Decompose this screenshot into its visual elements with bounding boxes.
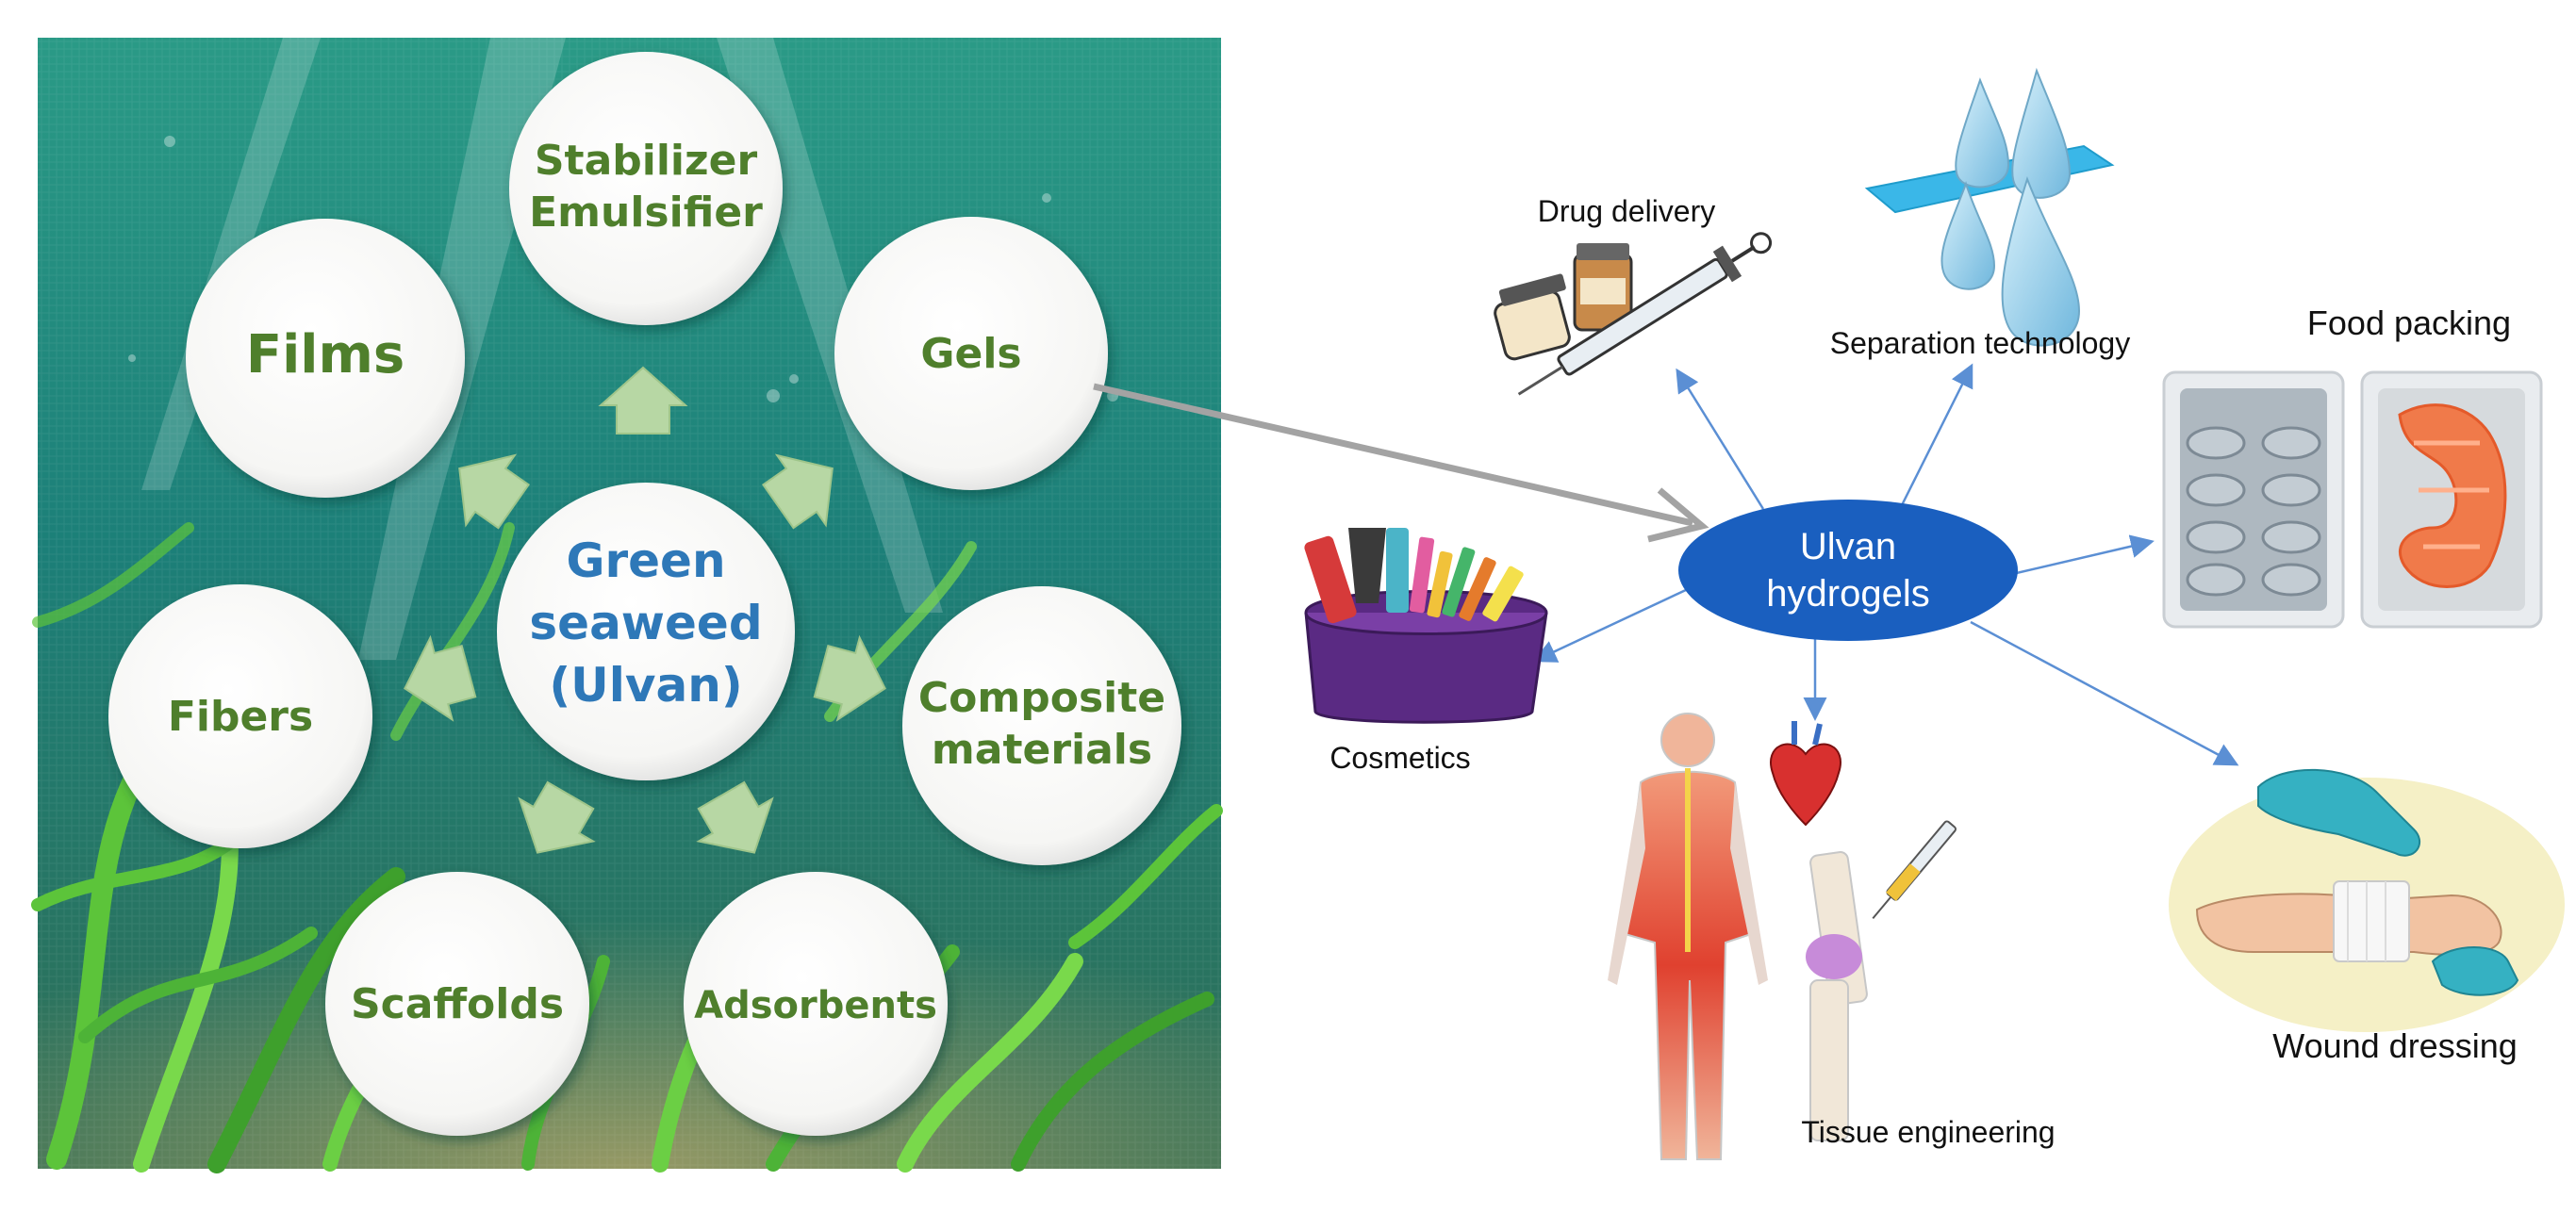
films-label: Films (246, 324, 405, 386)
adsorbents-label: Adsorbents (694, 984, 937, 1027)
arrow-to-stabilizer (598, 366, 688, 435)
arrow-drug-delivery (1676, 368, 1765, 510)
scaffolds-label: Scaffolds (351, 980, 564, 1028)
separation-label: Separation technology (1830, 326, 2130, 360)
hub-arrows (1532, 363, 2239, 766)
stabilizer-label-line1: Stabilizer (535, 137, 758, 185)
drug-delivery-illustration (1494, 232, 1773, 396)
left-panel: Stabilizer Emulsifier Films Gels Fibers … (31, 38, 1223, 1173)
hub-label-line1: Ulvan (1800, 526, 1896, 567)
hub-ellipse (1678, 500, 2018, 641)
drug-delivery-label: Drug delivery (1538, 194, 1716, 228)
circle-adsorbents (684, 872, 948, 1136)
right-panel: Ulvan hydrogels Drug delivery (1304, 67, 2565, 1160)
circle-fibers (108, 584, 372, 848)
circle-center (497, 483, 795, 780)
arrow-wound (1970, 620, 2239, 766)
hub-label-line2: hydrogels (1766, 573, 1929, 615)
fibers-label: Fibers (168, 693, 313, 741)
gels-to-hub-connector (1093, 383, 1709, 543)
center-label-line3: (Ulvan) (549, 658, 742, 713)
composite-label-line2: materials (932, 726, 1152, 774)
separation-illustration (1864, 67, 2115, 347)
arrow-to-adsorbents (696, 780, 774, 854)
center-label-line2: seaweed (529, 596, 762, 650)
tissue-engineering-label: Tissue engineering (1801, 1115, 2055, 1149)
gels-label: Gels (920, 330, 1021, 378)
circle-films (186, 219, 465, 498)
circle-gels (834, 217, 1108, 490)
circle-composite (902, 586, 1181, 865)
arrow-cosmetics (1532, 587, 1689, 663)
center-label-line1: Green (566, 533, 725, 588)
arrow-to-scaffolds (518, 780, 596, 854)
cosmetics-illustration (1304, 528, 1548, 724)
arrow-food-packing (2007, 534, 2155, 577)
arrow-to-gels (761, 453, 834, 530)
wound-dressing-illustration (2169, 768, 2565, 1032)
arrow-to-composite (813, 634, 886, 722)
arrow-to-fibers (404, 634, 477, 722)
food-packing-label: Food packing (2307, 304, 2511, 342)
cosmetics-label: Cosmetics (1329, 741, 1470, 775)
arrow-separation (1898, 363, 1973, 510)
tissue-engineering-illustration (1608, 713, 1957, 1160)
circle-stabilizer (509, 52, 783, 325)
radial-arrows (404, 366, 886, 854)
bubbles (128, 136, 1118, 402)
arrow-to-films (458, 453, 531, 530)
composite-label-line1: Composite (918, 674, 1165, 722)
stabilizer-label-line2: Emulsifier (529, 189, 763, 237)
wound-dressing-label: Wound dressing (2272, 1026, 2518, 1065)
circle-scaffolds (325, 872, 589, 1136)
food-packing-illustration (2162, 370, 2543, 629)
